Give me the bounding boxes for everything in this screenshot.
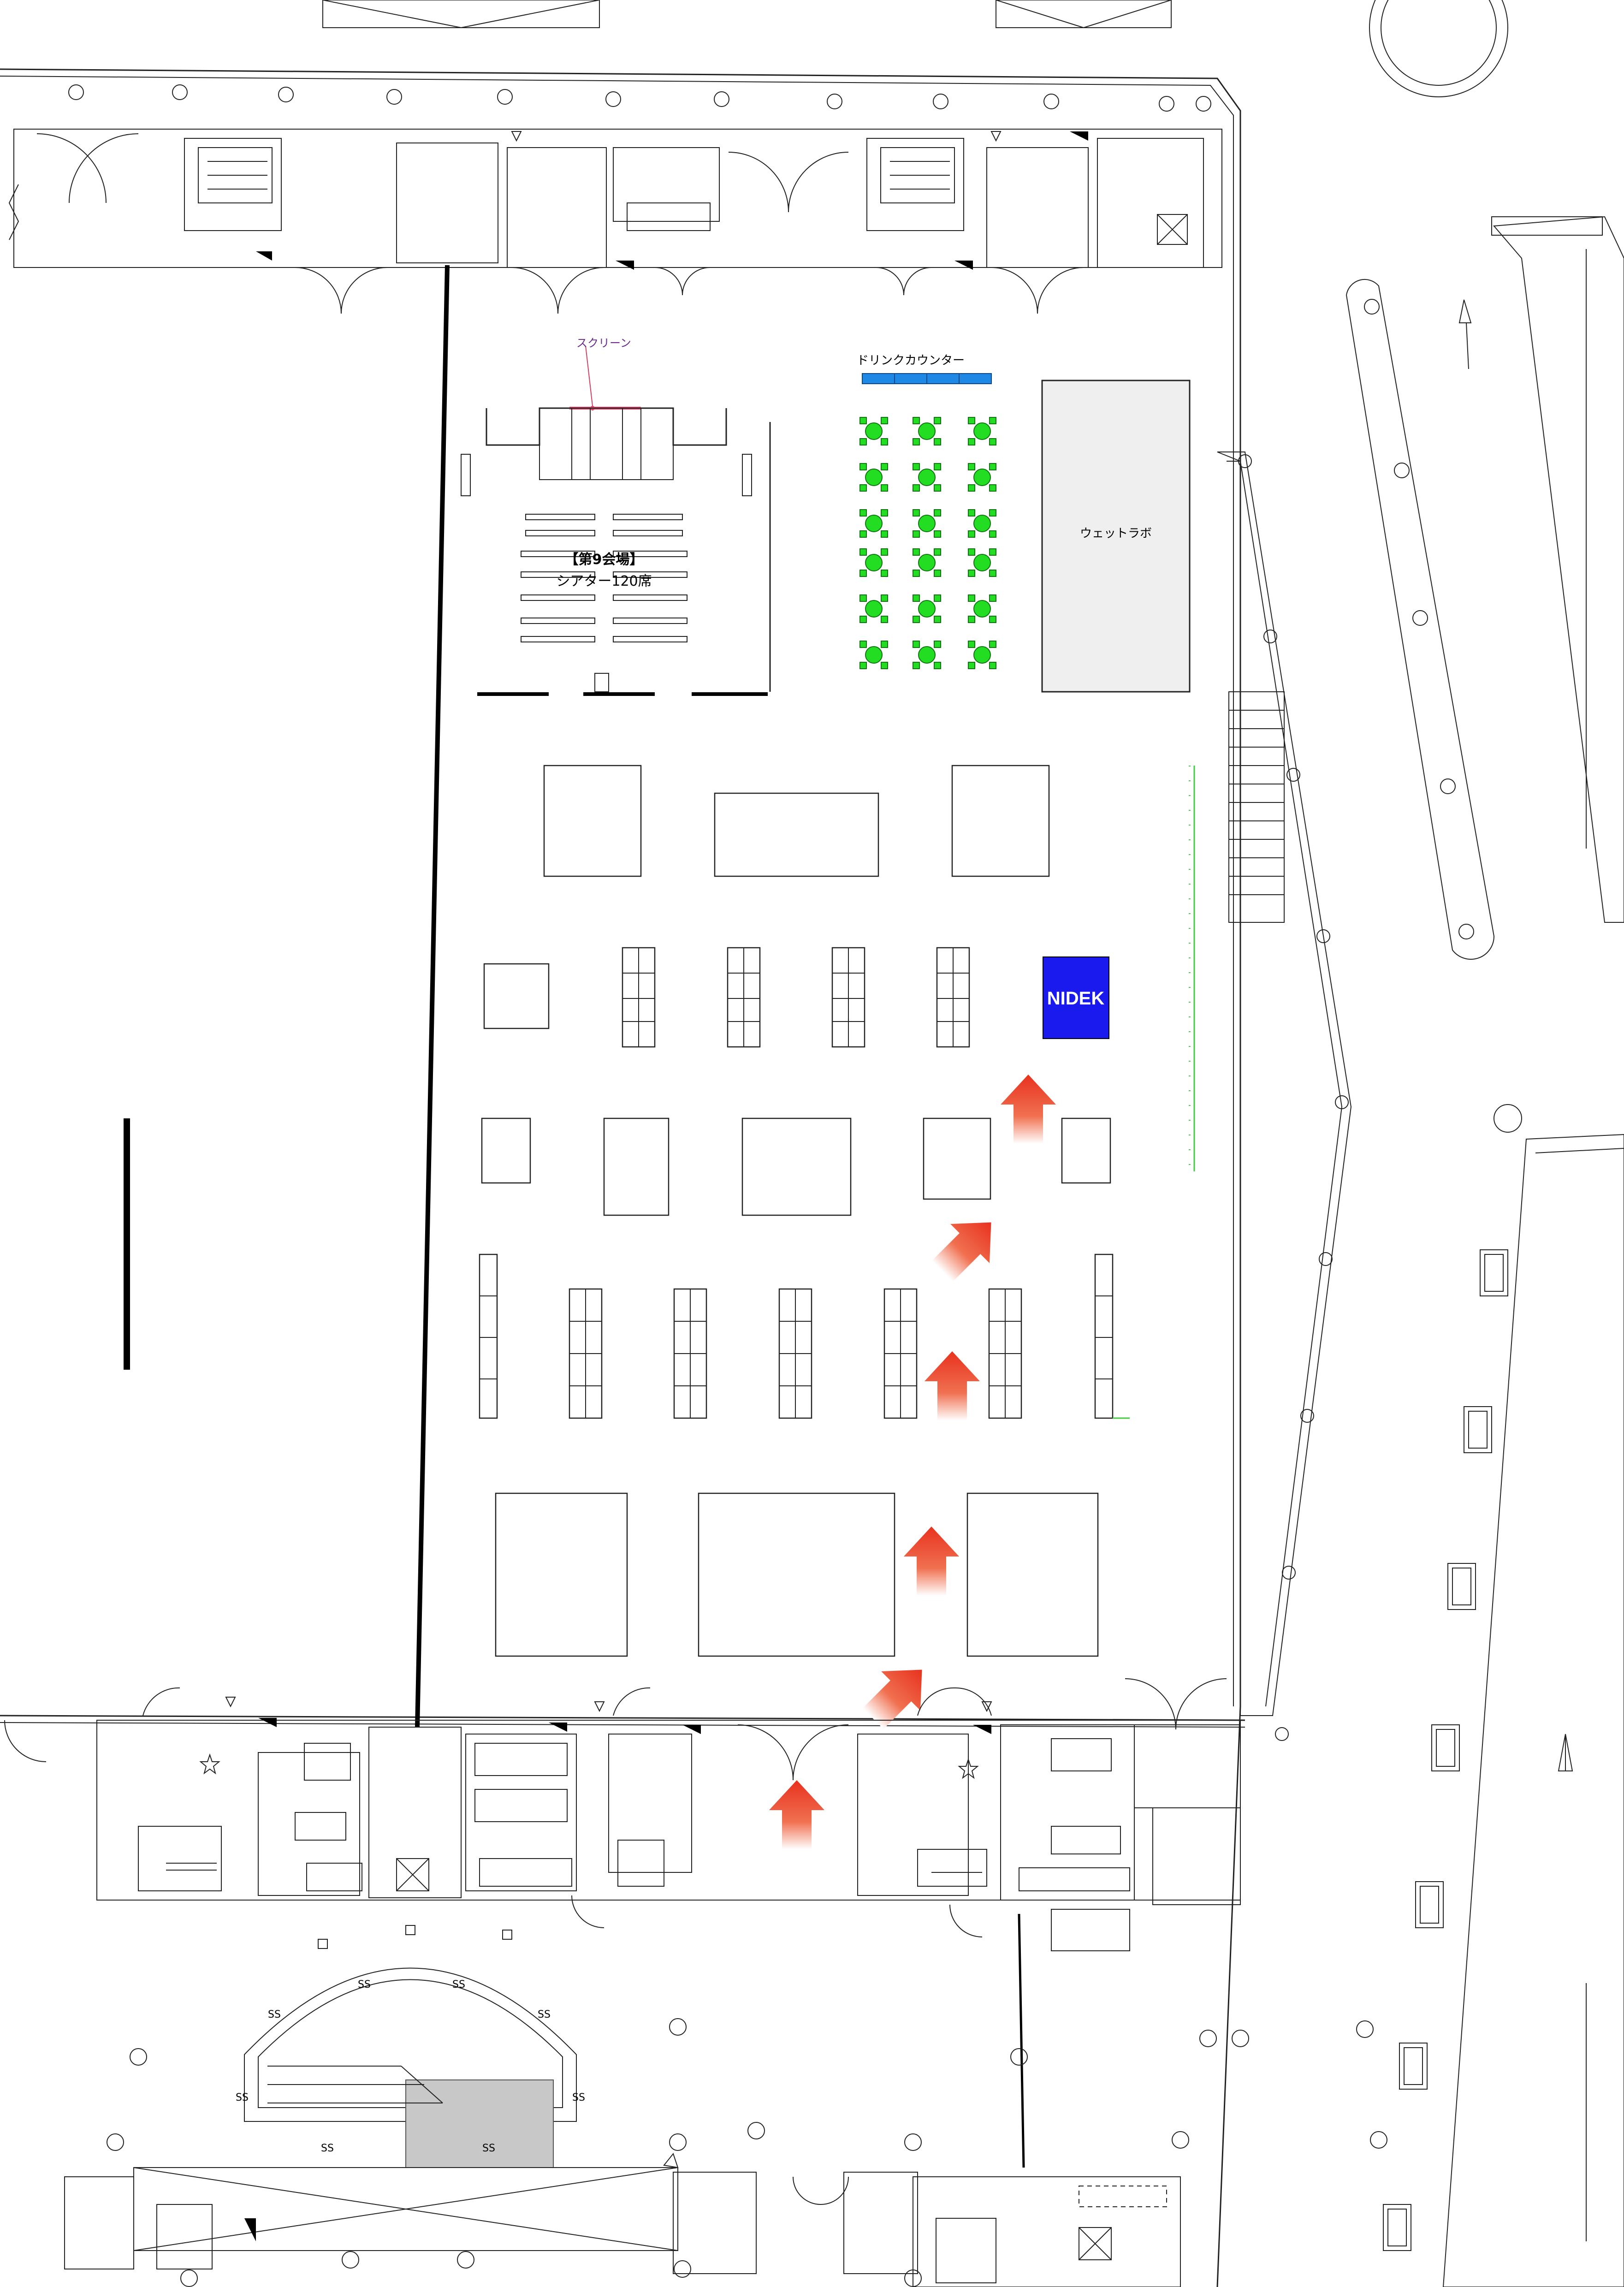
booth [714,792,879,877]
green-table-icon [968,417,996,446]
ss-label: SS [572,2092,585,2103]
green-table-icon [859,417,888,446]
green-tables [859,417,996,669]
booth [1094,1253,1114,1419]
hall-9: スクリーン 【第9会場】 シアター120席 [461,337,771,696]
booth [495,1492,628,1657]
green-table-icon [968,594,996,623]
elevator-icon [396,1858,429,1891]
booth [883,1288,918,1419]
booth [698,1492,895,1657]
drink-counter: ドリンクカウンター [857,354,992,384]
column-dots-top [68,84,1211,112]
booth [966,1492,1099,1657]
hall-9-seats [461,454,752,692]
green-table-icon [968,548,996,577]
green-table-icon [859,641,888,669]
bottom-service-block [4,1678,1241,1951]
booth [479,1253,498,1419]
ss-label: SS [482,2143,495,2154]
drink-counter-label: ドリンクカウンター [857,354,965,368]
green-table-icon [913,463,941,492]
green-table-icon [913,641,941,669]
wet-lab-label: ウェットラボ [1080,527,1152,541]
hall-capacity-label: シアター120席 [556,573,652,589]
red-arrow-icon [853,1650,942,1738]
red-arrow-icon [923,1203,1011,1291]
nidek-booth: NIDEK [1043,956,1109,1039]
booth [923,1117,991,1200]
booths: NIDEK [479,765,1130,1657]
lower-partition [1018,1913,1025,2168]
red-arrow-icon [904,1527,959,1596]
ss-label: SS [538,2009,551,2020]
booth [483,963,550,1029]
booth [543,765,642,877]
booth [622,947,656,1048]
green-table-icon [913,594,941,623]
green-table-icon [859,594,888,623]
elevator-icon [1157,214,1188,245]
elevator-icon [1079,2227,1112,2260]
green-table-icon [968,463,996,492]
right-structures [1217,216,1624,2287]
green-table-icon [859,509,888,538]
booth [673,1288,707,1419]
green-table-icon [859,463,888,492]
booth [1061,1117,1111,1184]
ss-label: SS [358,1979,371,1990]
green-table-icon [913,417,941,446]
hall-name-label: 【第9会場】 [565,552,644,568]
red-arrow-icon [1001,1075,1056,1144]
booth [569,1288,603,1419]
red-arrow-icon [769,1780,824,1849]
booth [936,947,970,1048]
booth [481,1117,531,1184]
booth [988,1288,1022,1419]
booth [831,947,865,1048]
stair-icon [1228,691,1285,923]
booth [951,765,1050,877]
green-table-icon [968,641,996,669]
ss-label: SS [321,2143,334,2154]
green-table-icon [913,509,941,538]
nidek-label: NIDEK [1047,988,1105,1009]
ss-label: SS [268,2009,281,2020]
booth [727,947,761,1048]
top-structures [322,0,1508,97]
green-table-icon [968,509,996,538]
top-service-block [8,129,1222,314]
booth [778,1288,812,1419]
wet-lab: ウェットラボ [1041,380,1191,693]
ss-label: SS [236,2092,249,2103]
booth [741,1117,852,1216]
bottom-plaza: SS SS SS SS SS SS SS SS [64,1925,1387,2287]
green-table-icon [913,548,941,577]
green-table-icon [859,548,888,577]
screen-label: スクリーン [576,337,631,350]
ss-label: SS [452,1979,465,1990]
red-arrow-icon [925,1351,980,1420]
booth [603,1117,670,1216]
partitions [124,265,1195,1728]
